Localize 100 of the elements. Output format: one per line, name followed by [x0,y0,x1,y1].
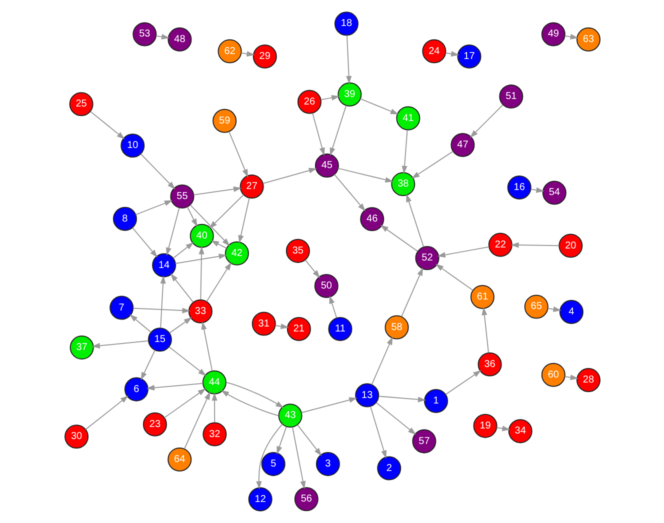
node-circle: 32 [202,422,226,446]
arrow [129,314,152,333]
node-circle: 55 [170,184,194,209]
node-circle: 53 [132,22,156,46]
arrow [84,396,128,430]
arrow [220,390,278,416]
arrow [155,34,170,40]
node-circle: 38 [390,172,415,196]
node-circle: 11 [328,316,352,341]
arrow [337,168,393,183]
node-circle: 2 [376,456,401,480]
arrow [380,224,418,252]
node-circle: 10 [120,134,144,158]
node-circle: 25 [68,92,93,116]
node-circle: 65 [524,294,548,319]
arrow [312,112,324,156]
node-circle: 35 [285,238,310,263]
arrow [481,307,488,354]
node-circle: 21 [286,316,310,341]
arrow [436,246,489,258]
arrow [183,392,210,450]
arrow [192,186,242,196]
arrow [189,204,230,246]
node-circle: 41 [396,106,420,130]
node-circle: 57 [412,429,436,454]
node-circle: 8 [112,206,136,231]
arrow [228,131,248,178]
arrow [469,104,503,138]
node-circle: 37 [69,336,94,360]
node-circle: 47 [450,132,474,158]
arrow [140,154,175,190]
node-circle: 23 [142,412,166,436]
arrow [164,388,206,418]
node-circle: 28 [576,368,600,392]
node-circle: 36 [477,352,502,376]
node-circle: 52 [414,246,439,270]
arrow [211,392,217,423]
node-circle: 56 [294,487,318,512]
arrow [329,105,346,156]
node-circle: 49 [540,22,565,46]
node-circle: 24 [422,39,446,64]
node-circle: 33 [188,299,212,324]
node-circle: 48 [167,27,192,52]
node-circle: 20 [558,234,582,258]
node-circle: 12 [248,487,272,512]
node-circle: 40 [189,224,214,248]
node-circle: 43 [278,404,302,428]
arrow [300,397,357,414]
node-circle: 4 [558,300,583,324]
arrow [292,426,306,490]
arrow [401,130,408,174]
node-circle: 13 [354,383,379,408]
node-circle: 14 [152,253,176,278]
node-circle: 64 [167,447,192,472]
arrow [132,308,190,314]
arrow [146,382,203,390]
arrow [91,340,148,348]
arrow [564,374,578,380]
arrow [160,276,166,329]
arrow [208,194,244,229]
arrow [206,262,231,302]
arrow [435,264,473,291]
node-circle: 50 [314,274,338,298]
arrow [304,260,320,278]
arrow [274,324,288,330]
arrow [240,51,254,57]
arrow [165,207,180,256]
arrow [320,95,340,101]
node-circle: 17 [456,44,481,68]
node-circle: 26 [296,90,321,114]
arrow [359,98,398,114]
arrow [333,174,365,212]
node-circle: 5 [260,452,285,476]
node-circle: 61 [470,284,494,310]
arrow [134,200,172,216]
node-circle: 54 [542,180,566,205]
arrow [378,396,426,402]
node-circle: 31 [251,312,276,336]
arrow [140,350,155,380]
node-circle: 34 [508,419,532,444]
arrow [369,406,386,459]
node-circle: 18 [334,12,358,36]
node-circle: 63 [576,27,600,52]
arrow [370,336,392,386]
arrow [225,382,284,408]
arrow [296,424,322,456]
node-circle: 16 [506,175,531,200]
arrow [262,168,316,184]
arrow [346,34,352,84]
arrow [530,187,544,193]
arrow [168,317,192,334]
arrow [328,296,337,318]
node-circle: 45 [314,154,338,178]
arrow [238,197,250,244]
arrow [564,34,578,40]
node-circle: 7 [109,296,134,320]
node-circle: 1 [424,388,448,414]
arrow [174,254,226,264]
arrow [546,306,561,312]
arrow [198,246,204,300]
